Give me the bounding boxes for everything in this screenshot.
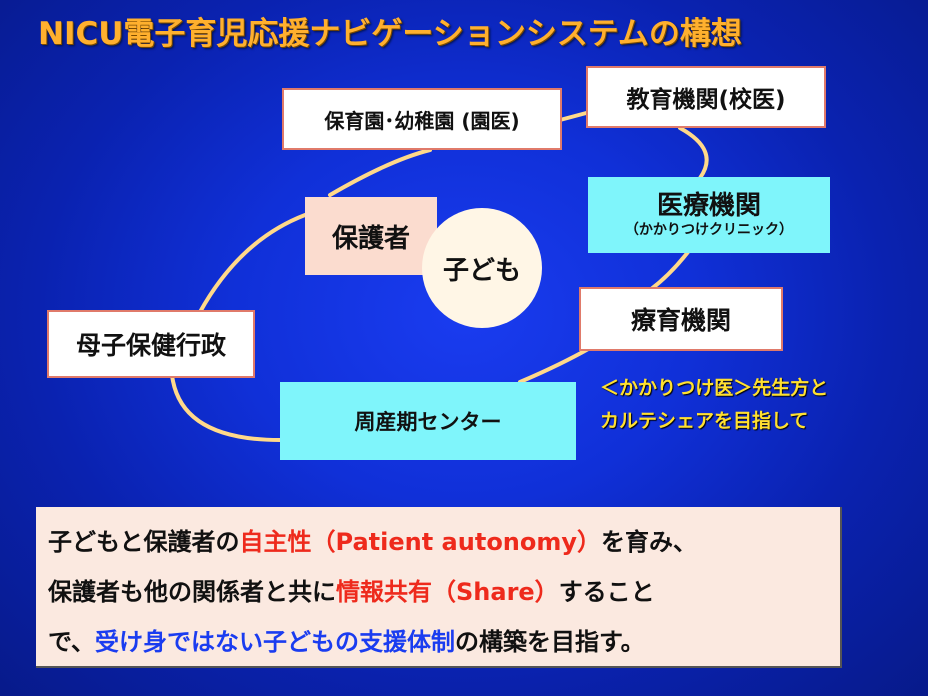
summary-box: 子どもと保護者の自主性（Patient autonomy）を育み、 保護者も他の…: [36, 507, 842, 668]
node-therapy-label: 療育機関: [630, 306, 731, 335]
node-child-label: 子ども: [442, 255, 521, 286]
node-medical-label: 医療機関: [656, 191, 761, 221]
callout-line-2: カルテシェアを目指して: [600, 410, 809, 432]
summary-text: 保護者も他の関係者と共に: [48, 578, 336, 606]
node-maternal-label: 母子保健行政: [75, 331, 226, 360]
summary-line-2: 保護者も他の関係者と共に情報共有（Share）すること: [48, 567, 840, 617]
link-therapy-perinatal: [518, 346, 592, 384]
summary-line-3: で、受け身ではない子どもの支援体制の構築を目指す。: [48, 617, 840, 667]
summary-line-1: 子どもと保護者の自主性（Patient autonomy）を育み、: [48, 517, 840, 567]
node-maternal: 母子保健行政: [47, 310, 255, 378]
link-maternal-guardian: [198, 213, 307, 314]
emphasis-autonomy: 自主性（Patient autonomy）: [239, 528, 602, 556]
summary-text: を育み、: [601, 528, 698, 556]
node-education-label: 教育機関(校医): [626, 87, 786, 113]
callout-note: ＜かかりつけ医＞先生方と カルテシェアを目指して: [600, 372, 828, 438]
callout-line-1: ＜かかりつけ医＞先生方と: [600, 377, 829, 399]
summary-text: で、: [48, 628, 96, 656]
node-education: 教育機関(校医): [586, 66, 826, 128]
link-guardian-nursery: [328, 148, 432, 197]
emphasis-share: 情報共有（Share）: [336, 578, 559, 606]
link-perinatal-maternal: [170, 373, 282, 442]
summary-text: の構築を目指す。: [455, 628, 645, 656]
node-perinatal-label: 周産期センター: [354, 410, 502, 434]
summary-text: すること: [558, 578, 655, 606]
emphasis-support-system: 受け身ではない子どもの支援体制: [95, 628, 456, 656]
node-therapy: 療育機関: [579, 287, 783, 351]
node-nursery: 保育園･幼稚園 (園医): [282, 88, 562, 150]
link-medical-therapy: [648, 250, 690, 292]
node-child: 子ども: [422, 208, 542, 328]
node-medical: 医療機関 （かかりつけクリニック）: [588, 177, 830, 253]
page-title: NICU電子育児応援ナビゲーションシステムの構想: [38, 16, 742, 52]
node-guardian-label: 保護者: [331, 223, 410, 254]
summary-text: 子どもと保護者の: [48, 528, 240, 556]
node-perinatal: 周産期センター: [280, 382, 576, 460]
link-education-medical: [678, 126, 709, 180]
node-nursery-label: 保育園･幼稚園 (園医): [324, 108, 520, 133]
node-medical-sublabel: （かかりつけクリニック）: [624, 222, 794, 238]
node-guardian: 保護者: [305, 197, 437, 275]
